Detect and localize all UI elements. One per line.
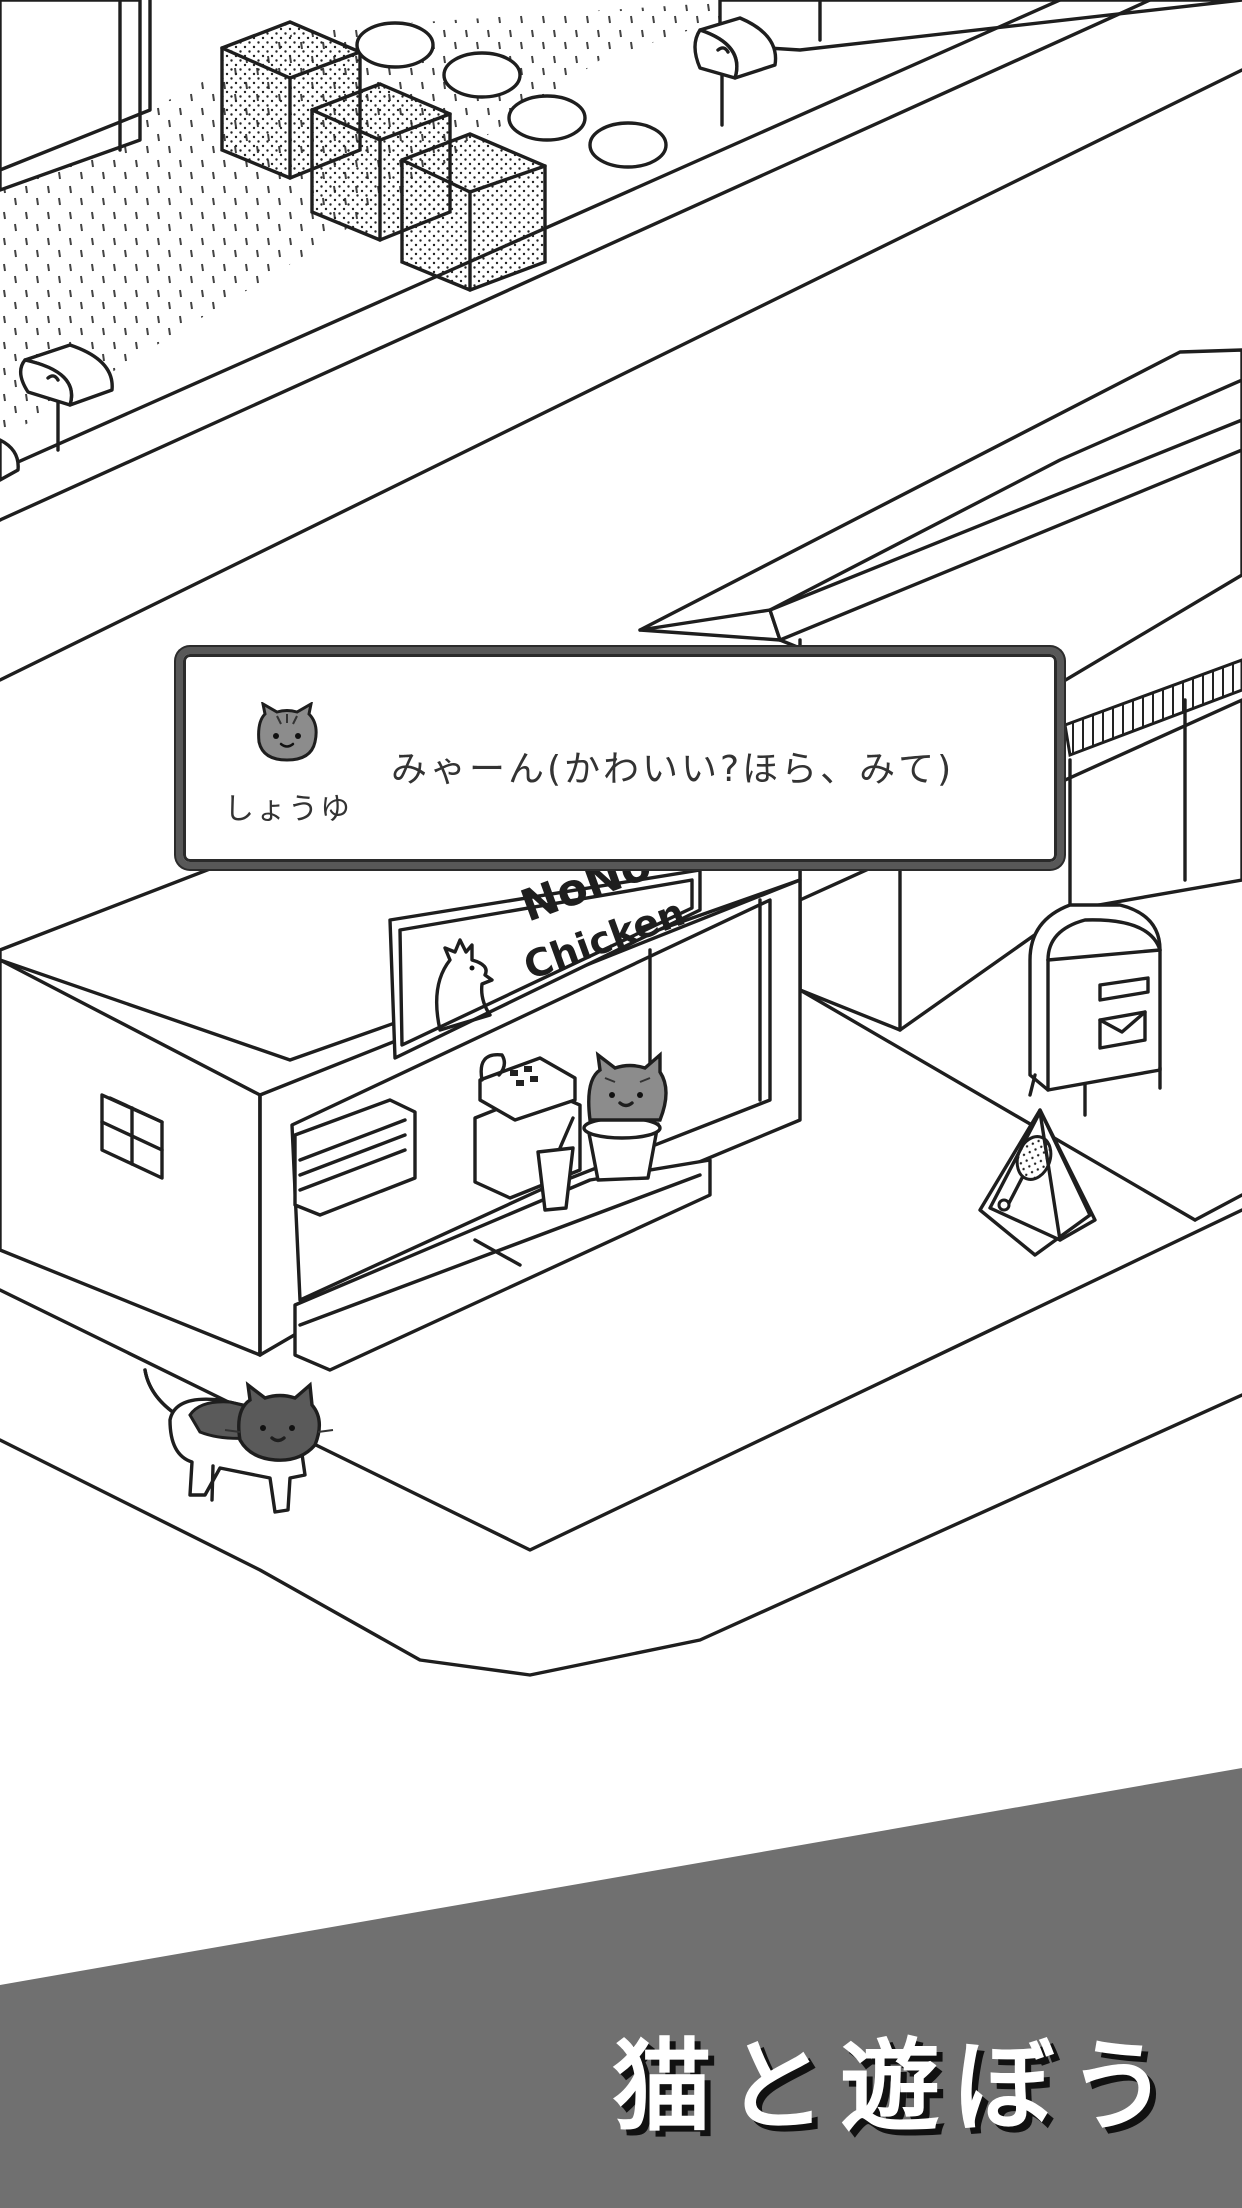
- dialog-box[interactable]: しょうゆ みゃーん(かわいい?ほら、みて): [176, 647, 1064, 869]
- cat-in-bucket[interactable]: [582, 1051, 668, 1182]
- post-box[interactable]: [1028, 903, 1162, 1117]
- drink-cup[interactable]: [536, 1116, 575, 1212]
- stools: [355, 21, 668, 169]
- walking-cat[interactable]: [143, 1368, 334, 1514]
- street-lines: [0, 988, 1242, 1677]
- small-mailbox-1: [693, 16, 778, 127]
- chicken-shop[interactable]: NoNo Chicken: [0, 838, 802, 1372]
- speaker-name: しょうゆ: [224, 792, 352, 827]
- bottom-banner: [0, 1768, 1242, 2208]
- planter-blocks: [220, 20, 547, 292]
- shop-window: [100, 1093, 164, 1180]
- right-building: [638, 348, 1242, 1032]
- small-mailbox-2: [19, 343, 114, 452]
- phone-register[interactable]: [473, 1053, 582, 1200]
- a-frame-sign[interactable]: [978, 1108, 1097, 1257]
- dialog-text: みゃーん(かわいい?ほら、みて): [391, 749, 955, 790]
- banner-caption: 猫と遊ぼう: [612, 2028, 1182, 2145]
- upper-plaza: [0, 0, 1242, 682]
- cat-face-icon: [257, 702, 318, 762]
